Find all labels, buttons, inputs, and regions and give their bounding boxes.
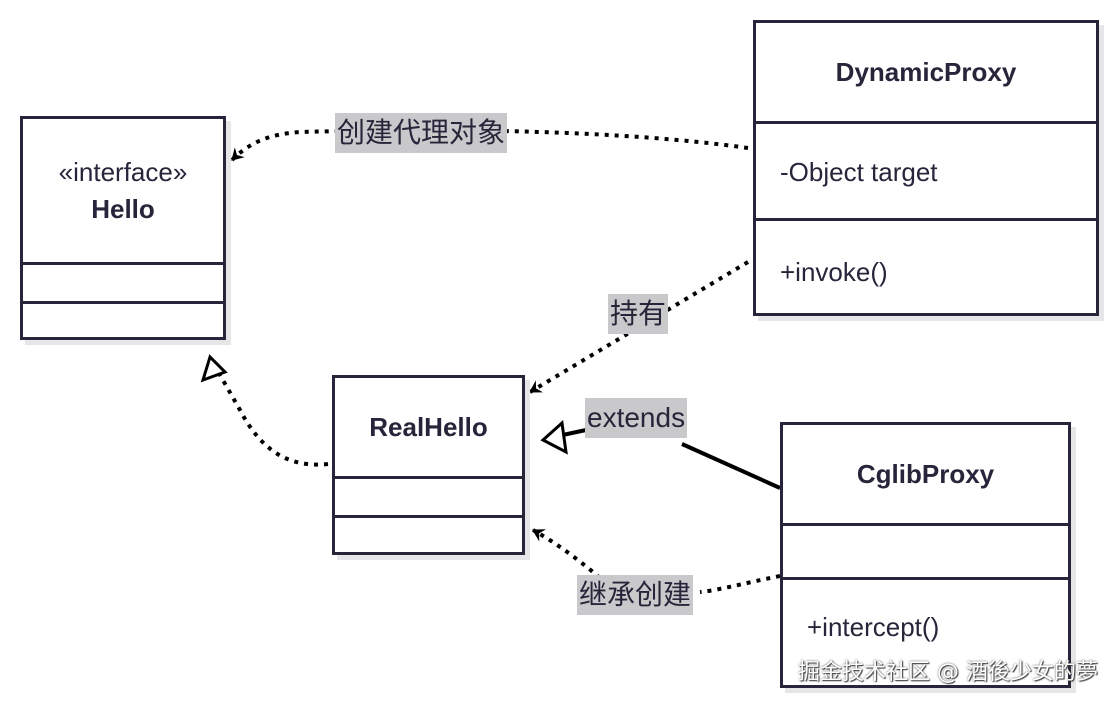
class-real-hello-attributes [335, 476, 522, 515]
class-name: CglibProxy [856, 458, 995, 489]
class-cglib-proxy[interactable]: CglibProxy +intercept() [780, 422, 1071, 688]
label-create-proxy: 创建代理对象 [335, 113, 508, 153]
class-dynamic-proxy-methods: +invoke() [756, 218, 1096, 313]
class-hello-methods [23, 301, 223, 337]
class-name: RealHello [369, 411, 488, 442]
method-intercept: +intercept() [807, 612, 940, 642]
extends-triangle-icon [540, 420, 568, 455]
label-inherit-create: 继承创建 [577, 575, 694, 615]
attribute-target: -Object target [780, 157, 938, 187]
label-extends: extends [585, 398, 688, 438]
class-dynamic-proxy-attributes: -Object target [756, 121, 1096, 218]
class-cglib-proxy-attributes [783, 523, 1068, 577]
class-name: Hello [91, 193, 155, 224]
edge-implements [218, 374, 329, 467]
class-name: DynamicProxy [835, 56, 1017, 87]
class-hello-header: «interface» Hello [23, 119, 223, 262]
class-real-hello-header: RealHello [335, 378, 522, 476]
class-cglib-proxy-methods: +intercept() [783, 577, 1068, 685]
edge-extends [557, 428, 781, 490]
method-invoke: +invoke() [780, 257, 888, 287]
stereotype-label: «interface» [58, 156, 188, 187]
class-dynamic-proxy-header: DynamicProxy [756, 23, 1096, 121]
watermark: 掘金技术社区 @ 酒後少女的夢 [798, 660, 1098, 685]
class-hello[interactable]: «interface» Hello [20, 116, 226, 340]
edge-inherit-create [533, 530, 781, 594]
edge-holds [528, 260, 750, 394]
implements-triangle-icon [200, 354, 228, 383]
class-cglib-proxy-header: CglibProxy [783, 425, 1068, 523]
label-holds: 持有 [608, 294, 669, 334]
class-real-hello[interactable]: RealHello [332, 375, 525, 555]
class-real-hello-methods [335, 515, 522, 552]
class-dynamic-proxy[interactable]: DynamicProxy -Object target +invoke() [753, 20, 1099, 316]
class-hello-attributes [23, 262, 223, 301]
